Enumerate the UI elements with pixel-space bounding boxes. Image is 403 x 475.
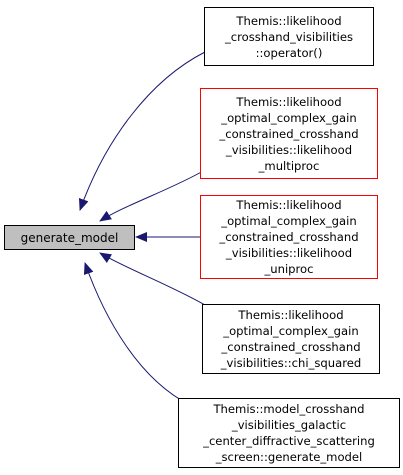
edge-caller-2 xyxy=(99,169,206,222)
edge-caller-4 xyxy=(99,252,206,306)
edge-caller-1 xyxy=(78,51,206,211)
caller-node-label: Themis::likelihood _crosshand_visibiliti… xyxy=(224,13,354,60)
root-node-label: generate_model xyxy=(20,230,119,245)
caller-node-label: Themis::likelihood _optimal_complex_gain… xyxy=(220,308,362,370)
caller-node-model-generate-model[interactable]: Themis::model_crosshand _visibilities_ga… xyxy=(178,398,400,468)
caller-node-chi-squared[interactable]: Themis::likelihood _optimal_complex_gain… xyxy=(202,304,380,374)
caller-node-label: Themis::model_crosshand _visibilities_ga… xyxy=(203,402,375,464)
edge-caller-5 xyxy=(83,262,191,406)
caller-node-likelihood-multiproc[interactable]: Themis::likelihood _optimal_complex_gain… xyxy=(200,88,378,179)
caller-node-label: Themis::likelihood _optimal_complex_gain… xyxy=(219,94,359,173)
caller-node-likelihood-uniproc[interactable]: Themis::likelihood _optimal_complex_gain… xyxy=(200,195,378,279)
root-node-generate-model[interactable]: generate_model xyxy=(4,225,135,250)
caller-node-crosshand-operator[interactable]: Themis::likelihood _crosshand_visibiliti… xyxy=(204,7,374,66)
caller-node-label: Themis::likelihood _optimal_complex_gain… xyxy=(219,198,359,276)
